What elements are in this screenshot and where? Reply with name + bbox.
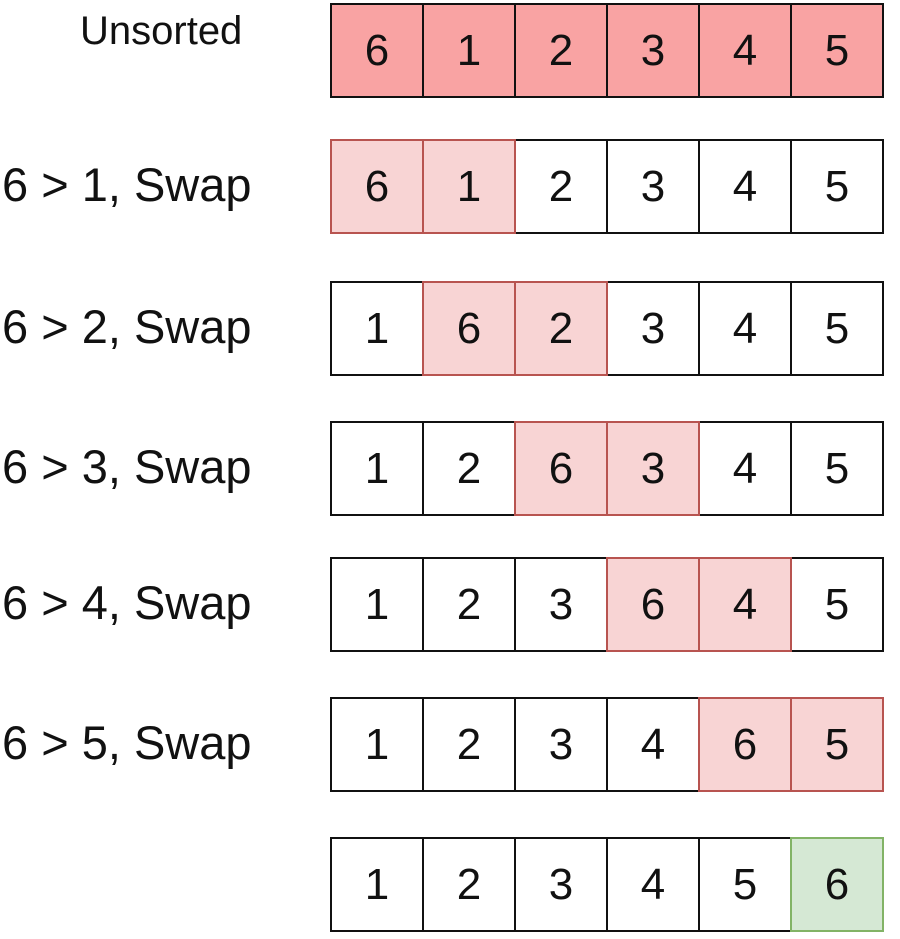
array-cell-plain: 2 bbox=[422, 697, 516, 792]
array-cell-plain: 2 bbox=[422, 837, 516, 932]
array-cell-plain: 5 bbox=[698, 837, 792, 932]
array-cell-plain: 4 bbox=[698, 421, 792, 516]
array-cell-plain: 2 bbox=[422, 557, 516, 652]
array-cell-plain: 4 bbox=[606, 837, 700, 932]
array-cell-plain: 1 bbox=[330, 837, 424, 932]
array-cell-plain: 5 bbox=[790, 557, 884, 652]
array-cell-swap: 2 bbox=[514, 281, 608, 376]
row-label: 6 > 2, Swap bbox=[2, 300, 252, 353]
array-cell-plain: 3 bbox=[514, 837, 608, 932]
array-cell-plain: 3 bbox=[514, 697, 608, 792]
row-label: 6 > 5, Swap bbox=[2, 716, 252, 769]
array-cell-plain: 2 bbox=[422, 421, 516, 516]
row-label: 6 > 4, Swap bbox=[2, 576, 252, 629]
array-cell-plain: 2 bbox=[514, 139, 608, 234]
row-label: 6 > 1, Swap bbox=[2, 158, 252, 211]
array-cell-unsorted: 4 bbox=[698, 3, 792, 98]
array-cell-plain: 3 bbox=[606, 281, 700, 376]
array-cell-unsorted: 2 bbox=[514, 3, 608, 98]
array-cell-unsorted: 1 bbox=[422, 3, 516, 98]
array-cell-plain: 4 bbox=[698, 281, 792, 376]
array-cell-plain: 4 bbox=[606, 697, 700, 792]
row-label: Unsorted bbox=[80, 9, 243, 53]
array-cell-swap: 3 bbox=[606, 421, 700, 516]
array-cell-swap: 1 bbox=[422, 139, 516, 234]
array-cell-unsorted: 6 bbox=[330, 3, 424, 98]
row-label: 6 > 3, Swap bbox=[2, 440, 252, 493]
array-cell-plain: 1 bbox=[330, 697, 424, 792]
array-cell-swap: 6 bbox=[606, 557, 700, 652]
array-cell-plain: 1 bbox=[330, 557, 424, 652]
array-cell-swap: 5 bbox=[790, 697, 884, 792]
array-cell-swap: 4 bbox=[698, 557, 792, 652]
array-cell-plain: 3 bbox=[514, 557, 608, 652]
array-cell-swap: 6 bbox=[330, 139, 424, 234]
array-cell-swap: 6 bbox=[698, 697, 792, 792]
array-cell-plain: 4 bbox=[698, 139, 792, 234]
array-cell-swap: 6 bbox=[514, 421, 608, 516]
array-cell-plain: 5 bbox=[790, 421, 884, 516]
array-cell-plain: 1 bbox=[330, 421, 424, 516]
array-cell-plain: 5 bbox=[790, 281, 884, 376]
array-cell-plain: 1 bbox=[330, 281, 424, 376]
array-cell-swap: 6 bbox=[422, 281, 516, 376]
array-cell-plain: 5 bbox=[790, 139, 884, 234]
array-cell-unsorted: 3 bbox=[606, 3, 700, 98]
array-cell-plain: 3 bbox=[606, 139, 700, 234]
array-cell-unsorted: 5 bbox=[790, 3, 884, 98]
array-cell-sorted: 6 bbox=[790, 837, 884, 932]
